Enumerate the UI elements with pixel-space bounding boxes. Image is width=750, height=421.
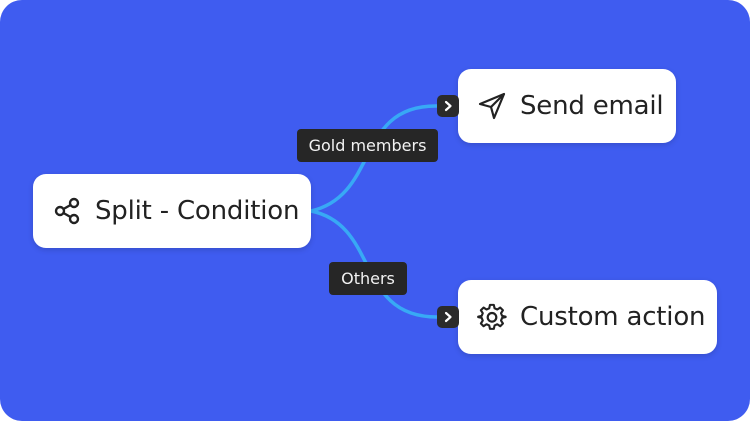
share-icon bbox=[51, 195, 83, 227]
split-condition-node[interactable]: Split - Condition bbox=[33, 174, 311, 248]
custom-action-input-port[interactable] bbox=[437, 306, 459, 328]
chevron-right-icon bbox=[444, 311, 452, 323]
send-email-node[interactable]: Send email bbox=[458, 69, 676, 143]
send-email-label: Send email bbox=[520, 91, 664, 121]
gear-icon bbox=[476, 301, 508, 333]
send-email-input-port[interactable] bbox=[437, 95, 459, 117]
split-condition-label: Split - Condition bbox=[95, 196, 300, 226]
edge-label-others[interactable]: Others bbox=[329, 262, 407, 295]
paper-plane-icon bbox=[476, 90, 508, 122]
edge-label-gold-members[interactable]: Gold members bbox=[297, 129, 438, 162]
custom-action-label: Custom action bbox=[520, 302, 706, 332]
chevron-right-icon bbox=[444, 100, 452, 112]
custom-action-node[interactable]: Custom action bbox=[458, 280, 717, 354]
